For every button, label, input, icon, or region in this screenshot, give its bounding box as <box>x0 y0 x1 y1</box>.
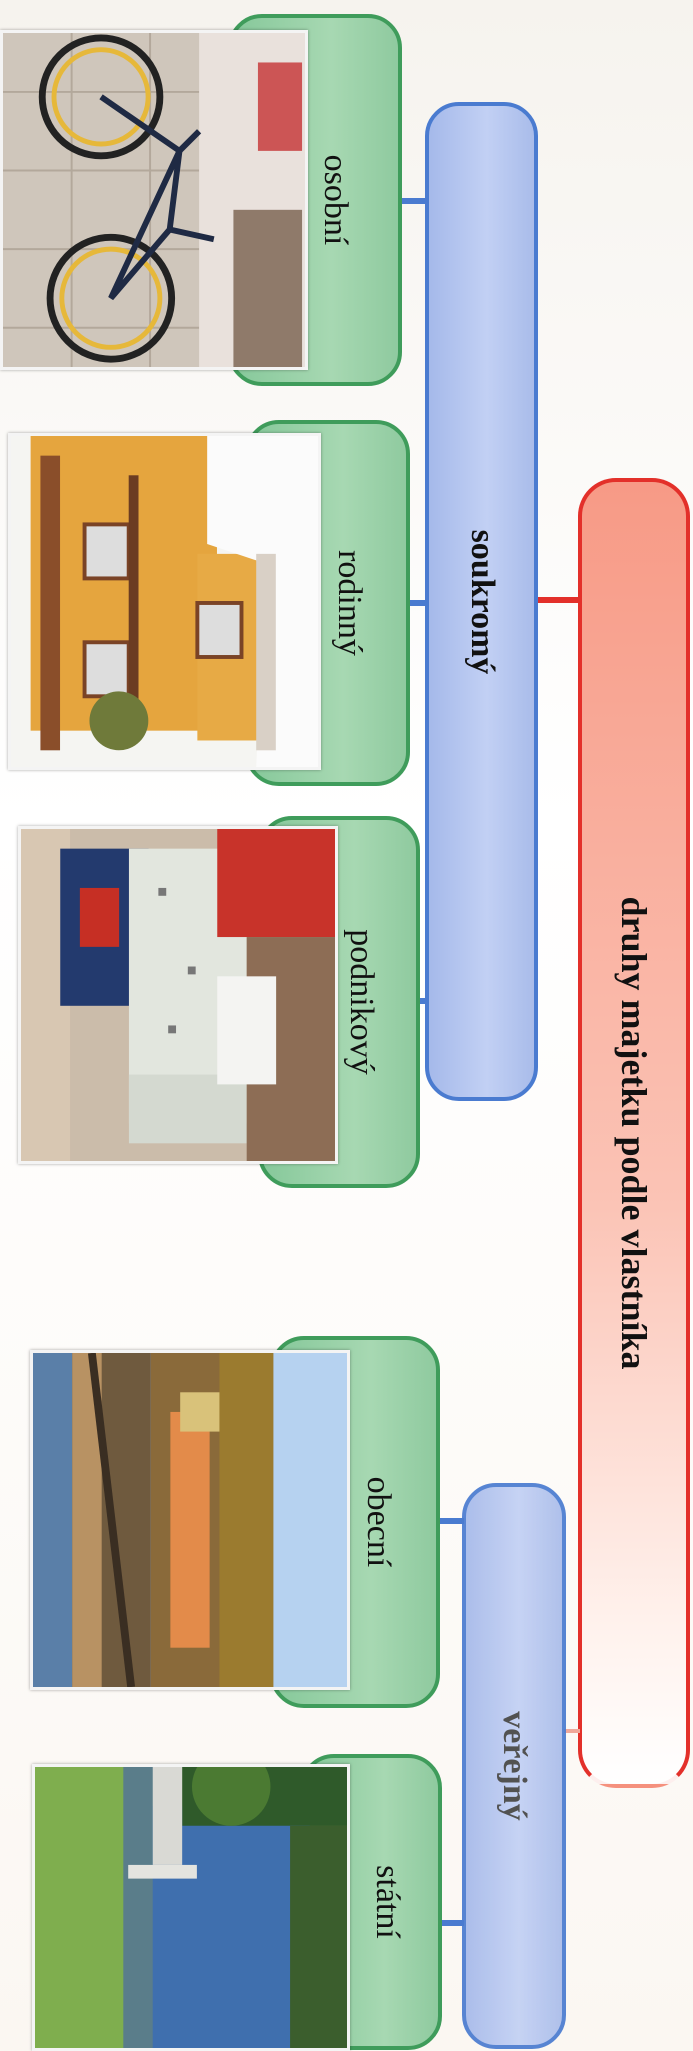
dam-reservoir-photo <box>32 1764 350 2051</box>
town-street-photo <box>30 1350 350 1690</box>
item-personal-label: osobní <box>316 155 354 246</box>
connector-public-municipal <box>438 1518 464 1524</box>
connector-root-private <box>536 597 580 603</box>
machine-icon <box>21 829 335 1161</box>
house-icon <box>11 436 318 767</box>
category-private-label: soukromý <box>463 529 501 674</box>
category-public-label: veřejný <box>495 1711 533 1821</box>
machine-photo <box>18 826 338 1164</box>
root-label: druhy majetku podle vlastníka <box>613 896 655 1369</box>
category-public: veřejný <box>462 1483 566 2049</box>
town-street-icon <box>33 1353 347 1687</box>
item-state-label: státní <box>368 1865 406 1939</box>
connector-private-family <box>408 600 427 606</box>
connector-private-personal <box>400 198 427 204</box>
bicycle-icon <box>3 33 305 367</box>
root-node: druhy majetku podle vlastníka <box>578 478 690 1788</box>
house-photo <box>8 433 321 770</box>
dam-reservoir-icon <box>35 1767 347 2048</box>
item-municipal-label: obecní <box>359 1477 397 1568</box>
item-business-label: podnikový <box>342 929 380 1074</box>
item-family-label: rodinný <box>330 550 368 656</box>
connector-root-public <box>564 1729 580 1733</box>
category-private: soukromý <box>425 102 538 1101</box>
bicycle-photo <box>0 30 308 370</box>
